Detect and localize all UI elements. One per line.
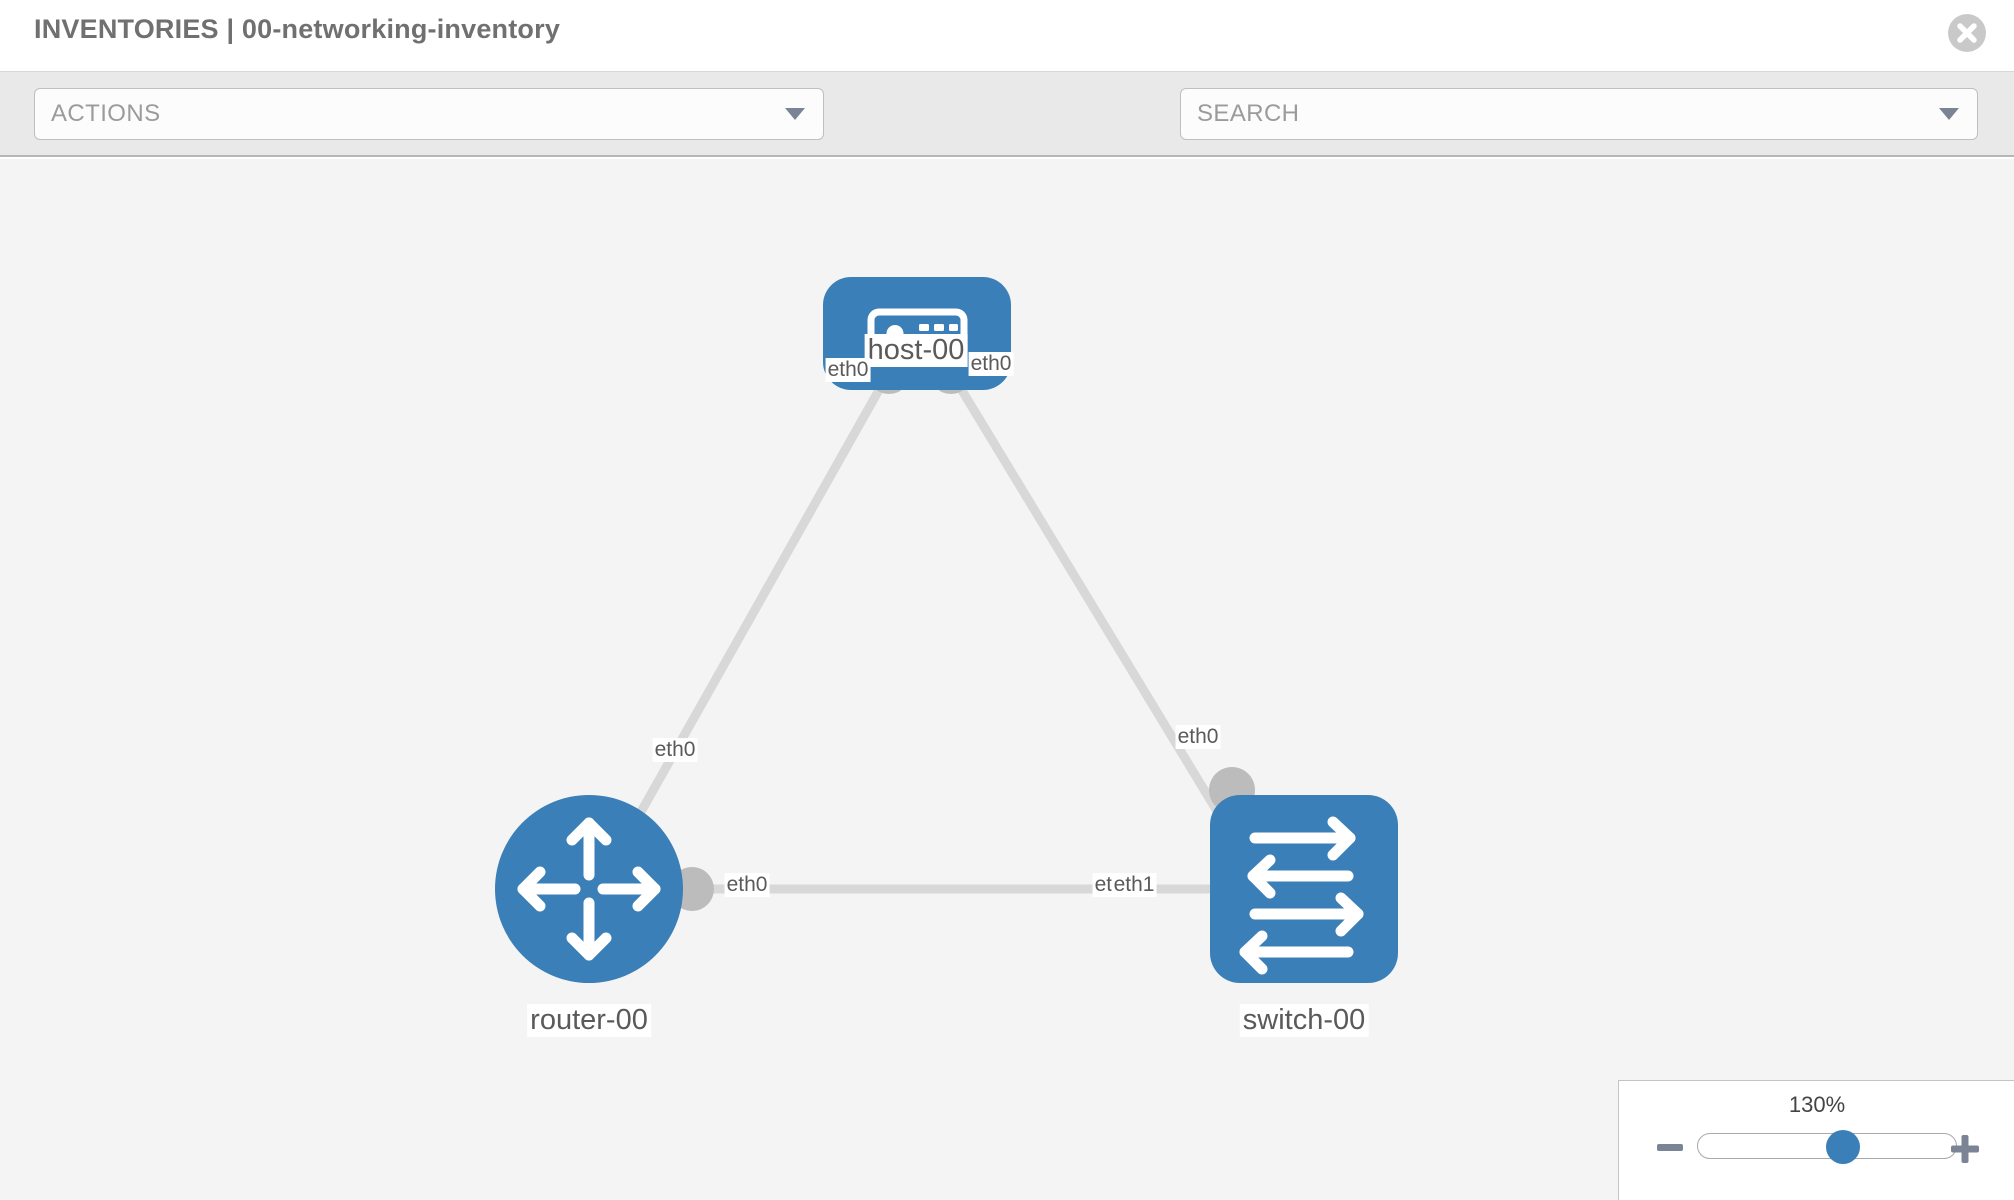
- zoom-slider-thumb[interactable]: [1826, 1130, 1860, 1164]
- node-label-host-00: host-00: [864, 334, 968, 367]
- actions-dropdown[interactable]: ACTIONS: [34, 88, 824, 140]
- iface-label-switch00-eth1: eth1: [1111, 873, 1157, 897]
- minus-icon[interactable]: [1655, 1133, 1685, 1168]
- topology-ports: [670, 350, 1255, 911]
- topology-canvas[interactable]: host-00 router-00 switch-00 eth0 eth0 et…: [0, 159, 2014, 1200]
- zoom-control-panel: 130%: [1618, 1080, 2014, 1200]
- iface-label-switch00-eth0-uplink: eth0: [1175, 725, 1221, 749]
- zoom-slider[interactable]: [1697, 1130, 1957, 1164]
- actions-dropdown-label: ACTIONS: [51, 100, 161, 127]
- chevron-down-icon: [1939, 108, 1959, 120]
- link-host00-router00[interactable]: [616, 371, 892, 852]
- node-router-00[interactable]: [495, 795, 683, 983]
- search-placeholder: SEARCH: [1197, 100, 1300, 127]
- iface-label-router00-eth0-uplink: eth0: [652, 738, 698, 762]
- iface-label-router00-eth0: eth0: [724, 873, 770, 897]
- switch-arrows-icon: [1239, 816, 1364, 975]
- plus-icon[interactable]: [1949, 1133, 1981, 1170]
- iface-label-host00-eth0-left: eth0: [825, 358, 871, 382]
- close-icon[interactable]: [1948, 14, 1986, 52]
- router-arrows-icon: [517, 817, 661, 961]
- zoom-level-label: 130%: [1788, 1092, 1846, 1117]
- topology-links: [616, 371, 1244, 894]
- search-input[interactable]: SEARCH: [1180, 88, 1978, 140]
- topology-graph: [495, 277, 1398, 983]
- node-switch-00[interactable]: [1210, 795, 1398, 983]
- node-label-switch-00: switch-00: [1239, 1004, 1369, 1037]
- page-title: INVENTORIES | 00-networking-inventory: [34, 14, 561, 44]
- iface-label-host00-eth0-right: eth0: [968, 352, 1014, 376]
- toolbar: ACTIONS SEARCH: [0, 72, 2014, 203]
- chevron-down-icon: [785, 108, 805, 120]
- link-host00-switch00[interactable]: [948, 371, 1244, 852]
- node-label-router-00: router-00: [527, 1004, 651, 1037]
- window-header: INVENTORIES | 00-networking-inventory: [0, 0, 2014, 72]
